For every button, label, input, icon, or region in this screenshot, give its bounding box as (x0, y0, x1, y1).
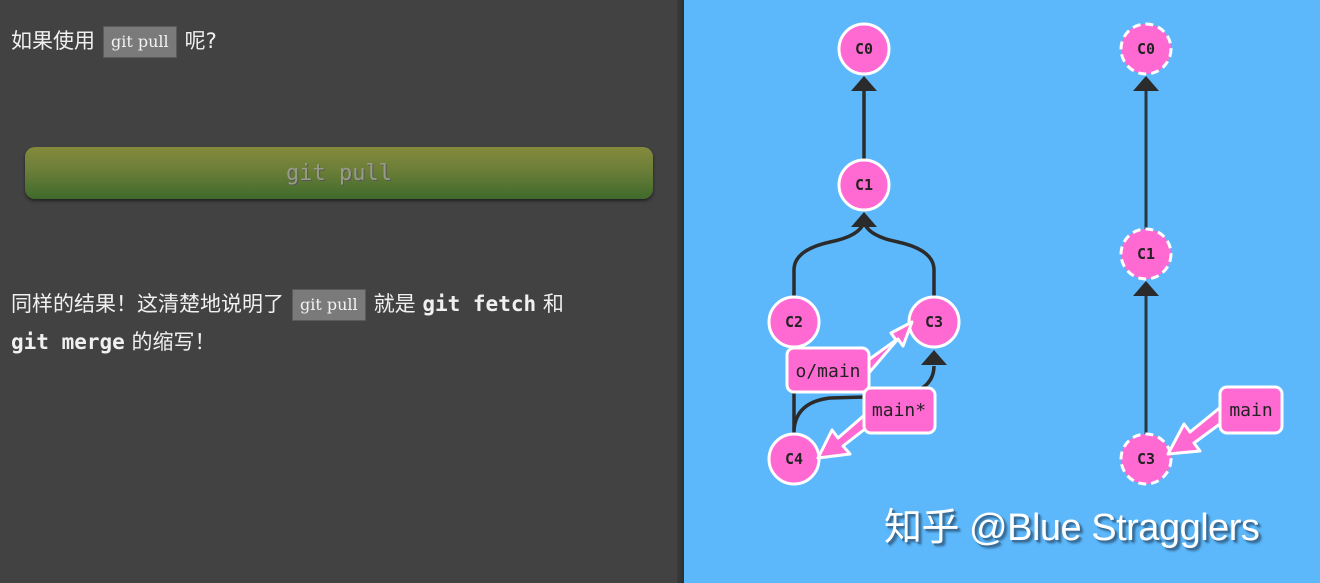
remote-branch-main[interactable]: main (1166, 385, 1284, 456)
local-arrowheads (851, 76, 947, 365)
watermark-text: 知乎 @Blue Stragglers (884, 507, 1260, 549)
conclusion-part1: 同样的结果！这清楚地说明了 (11, 292, 284, 316)
remote-commit-c0[interactable]: C0 (1119, 22, 1173, 76)
panel-divider[interactable] (677, 0, 684, 583)
conclusion-part4: 的缩写！ (131, 330, 216, 354)
cmd-git-fetch: git fetch (422, 292, 537, 316)
svg-text:C0: C0 (1137, 40, 1155, 58)
svg-text:C4: C4 (785, 450, 803, 468)
edge-c2-c1 (792, 221, 866, 298)
local-commit-c0[interactable]: C0 (837, 22, 891, 76)
command-button-label: git pull (286, 160, 392, 186)
remote-commit-c1[interactable]: C1 (1119, 227, 1173, 281)
branch-o-main[interactable]: o/main (785, 320, 914, 394)
arrowhead-c1 (851, 212, 877, 227)
svg-text:main: main (1229, 400, 1272, 421)
cmd-git-merge: git merge (11, 330, 125, 354)
svg-text:o/main: o/main (795, 361, 860, 382)
remote-arrowheads (1133, 76, 1159, 296)
svg-text:C2: C2 (785, 313, 803, 331)
svg-text:main*: main* (872, 400, 926, 421)
svg-text:C0: C0 (855, 40, 873, 58)
inline-code-git-pull: git pull (103, 26, 177, 58)
svg-text:C1: C1 (1137, 245, 1155, 263)
arrowhead-c0 (851, 76, 877, 91)
intro-prefix: 如果使用 (11, 29, 95, 53)
visualization-panel (684, 0, 1320, 583)
conclusion-part3: 和 (542, 292, 564, 316)
local-commit-c3[interactable]: C3 (907, 295, 961, 349)
conclusion-part2: 就是 (373, 292, 416, 316)
local-commit-c2[interactable]: C2 (767, 295, 821, 349)
intro-paragraph: 如果使用 git pull 呢? (11, 22, 217, 60)
conclusion-paragraph: 同样的结果！这清楚地说明了 git pull 就是 git fetch 和 git … (11, 285, 671, 361)
instruction-panel: 如果使用 git pull 呢? git pull 同样的结果！这清楚地说明了 git… (11, 22, 671, 361)
branch-main-star[interactable]: main* (816, 386, 937, 460)
svg-text:C1: C1 (855, 176, 873, 194)
arrowhead-c3 (921, 350, 947, 365)
remote-commit-c3[interactable]: C3 (1119, 432, 1173, 486)
local-commit-c1[interactable]: C1 (837, 158, 891, 212)
svg-text:C3: C3 (925, 313, 943, 331)
svg-text:C3: C3 (1137, 450, 1155, 468)
git-pull-command-button[interactable]: git pull (25, 147, 653, 199)
local-commit-c4[interactable]: C4 (767, 432, 821, 486)
intro-suffix: 呢? (184, 29, 217, 53)
edge-c3-c1 (862, 221, 936, 298)
inline-code-git-pull-2: git pull (292, 289, 366, 321)
